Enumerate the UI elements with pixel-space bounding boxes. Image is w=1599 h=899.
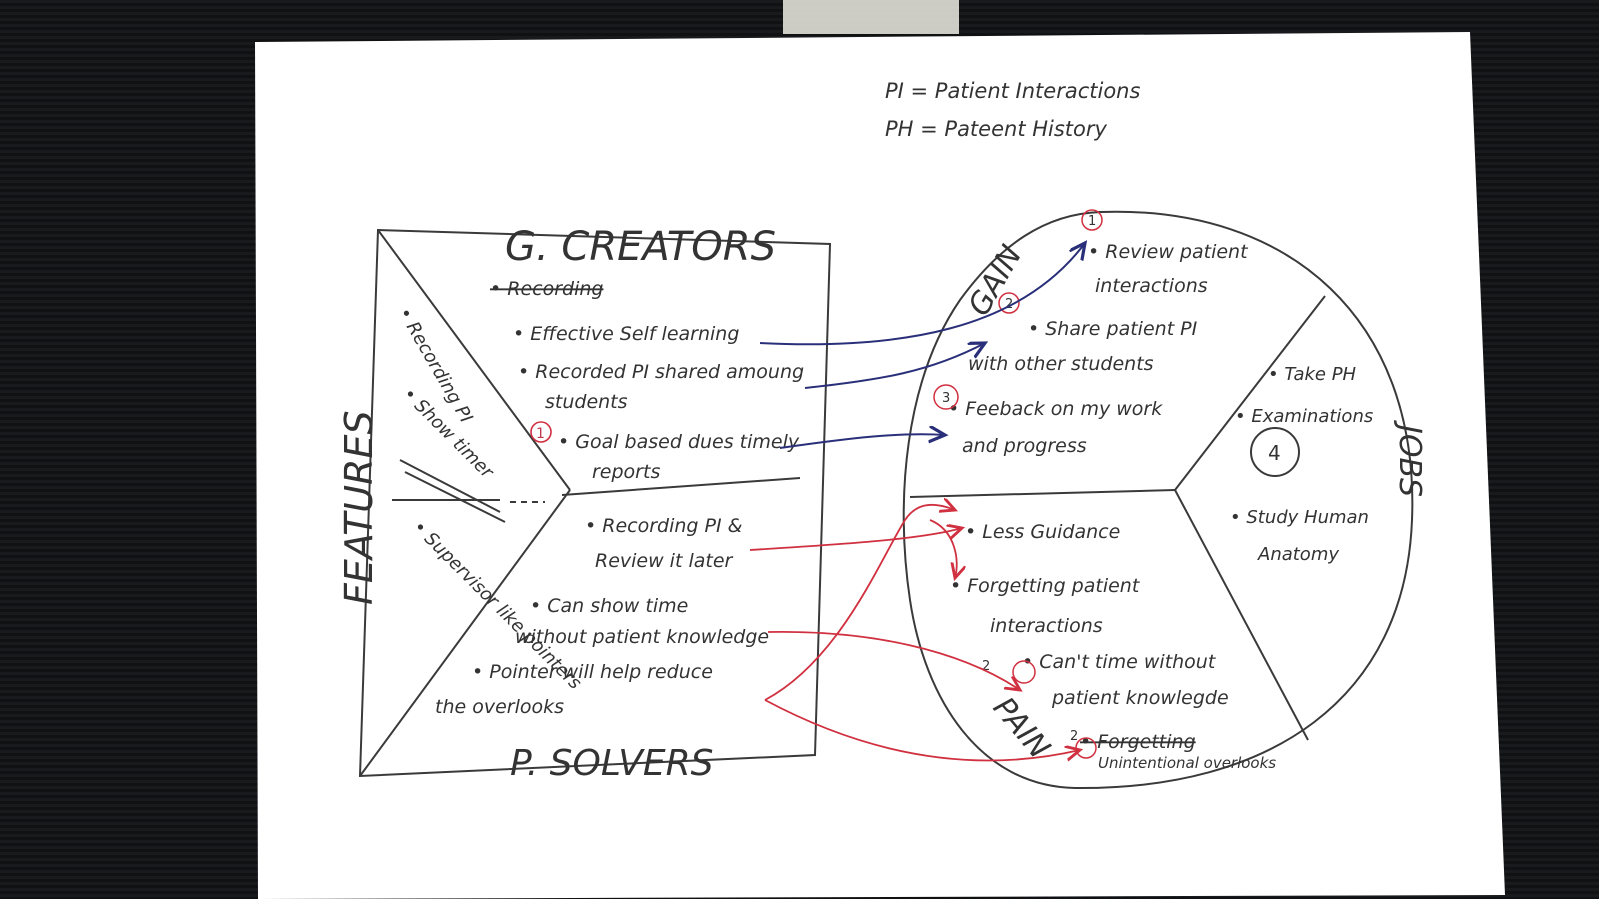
- pain-reliever-item: • Can show time: [530, 595, 688, 617]
- masking-tape: [783, 0, 959, 34]
- gain-item: with other students: [968, 353, 1154, 375]
- pain-relievers-title: P. SOLVERS: [510, 743, 714, 784]
- gain-marker: 1: [1088, 214, 1096, 229]
- features-crossed-scribble: [392, 459, 506, 523]
- job-item: • Examinations: [1235, 406, 1373, 427]
- pain-item: patient knowlegde: [1051, 687, 1229, 709]
- value-map: [358, 228, 832, 778]
- gain-marker: 1: [536, 426, 545, 442]
- pain-item: interactions: [990, 615, 1103, 637]
- pain-item: • Less Guidance: [965, 521, 1120, 543]
- pain-item: • Forgetting: [1080, 731, 1196, 753]
- pain-item: • Forgetting patient: [950, 575, 1141, 597]
- pain-marker: 2: [982, 659, 990, 674]
- legend-pi: PI = Patient Interactions: [885, 79, 1140, 103]
- pain-reliever-item: without patient knowledge: [515, 626, 769, 648]
- gain-marker: 3: [942, 391, 950, 406]
- arrow-pointer-to-guidance: [764, 505, 955, 701]
- gain-marker-circle: [998, 292, 1020, 314]
- jobs-count: 4: [1268, 441, 1281, 465]
- gain-creator-item: • Goal based dues timely: [558, 431, 800, 453]
- value-map-outline: [358, 228, 832, 778]
- arrow-pointer-to-overlooks: [764, 699, 1080, 760]
- arrow-recording-to-guidance: [749, 528, 962, 551]
- features-title: FEATURES: [337, 410, 381, 605]
- gain-creator-item: reports: [592, 461, 660, 483]
- gain-marker-circle: [530, 421, 552, 443]
- arrow-recording-to-forgetting: [929, 519, 957, 578]
- paper-sheet: [255, 32, 1505, 899]
- profile-split-lower: [1174, 489, 1309, 741]
- pain-reliever-item: • Pointer will help reduce: [472, 661, 713, 683]
- profile-split-upper: [1174, 295, 1326, 491]
- pain-item: Unintentional overlooks: [1098, 754, 1276, 772]
- pain-reliever-item: the overlooks: [435, 696, 564, 718]
- job-item: Anatomy: [1257, 544, 1339, 565]
- arrow-reports-to-feedback: [779, 434, 945, 449]
- profile-split-horizontal: [909, 489, 1176, 498]
- jobs-label: JOBS: [1392, 420, 1427, 497]
- jobs-count-circle: [1250, 427, 1300, 477]
- arrow-learning-to-review: [759, 243, 1085, 346]
- gain-item: • Share patient PI: [1028, 318, 1198, 340]
- pain-relievers-list: • Recording PI & Review it later • Can s…: [435, 515, 769, 718]
- arrow-timer-to-cant-time: [767, 630, 1020, 690]
- legend-ph: PH = Pateent History: [885, 117, 1108, 141]
- gains-list: • Review patient interactions • Share pa…: [948, 241, 1249, 457]
- gain-marker-circle: [1081, 209, 1103, 231]
- value-map-diagonal-bottom: [359, 489, 571, 777]
- gain-creator-item: • Effective Self learning: [513, 323, 739, 345]
- gain-creator-item: • Recording: [490, 278, 603, 300]
- value-map-divider: [561, 477, 801, 496]
- gain-item: • Feeback on my work: [948, 398, 1163, 420]
- gain-item: • Review patient: [1088, 241, 1249, 263]
- pain-marker: 2: [1070, 729, 1078, 744]
- customer-profile: [902, 210, 1414, 790]
- value-map-diagonal-top: [377, 229, 571, 491]
- job-item: • Study Human: [1230, 507, 1369, 528]
- pain-reliever-item: Review it later: [595, 550, 734, 572]
- gain-marker-circle: [933, 384, 959, 410]
- gain-arrows: [759, 243, 1085, 449]
- pain-arrows: [749, 505, 1080, 761]
- pain-reliever-item: • Recording PI &: [585, 515, 742, 537]
- gain-creators-title: G. CREATORS: [505, 224, 776, 270]
- gain-creators-list: • Recording • Effective Self learning • …: [490, 278, 804, 483]
- profile-circle: [902, 210, 1414, 790]
- jobs-list: • Take PH • Examinations • Study Human A…: [1230, 364, 1373, 565]
- pains-list: • Less Guidance • Forgetting patient int…: [950, 521, 1276, 772]
- pain-marker-circle: [1012, 660, 1036, 684]
- job-item: • Take PH: [1268, 364, 1357, 385]
- gain-marker: 2: [1005, 297, 1013, 312]
- gain-creator-item: • Recorded PI shared amoung: [518, 361, 804, 383]
- gain-item: interactions: [1095, 275, 1208, 297]
- gain-creator-item: students: [545, 391, 628, 413]
- gain-markers: 1 2 3: [933, 209, 1103, 410]
- pain-item: • Can't time without: [1022, 651, 1217, 673]
- gain-item: and progress: [962, 435, 1087, 457]
- arrow-shared-to-share: [804, 343, 985, 389]
